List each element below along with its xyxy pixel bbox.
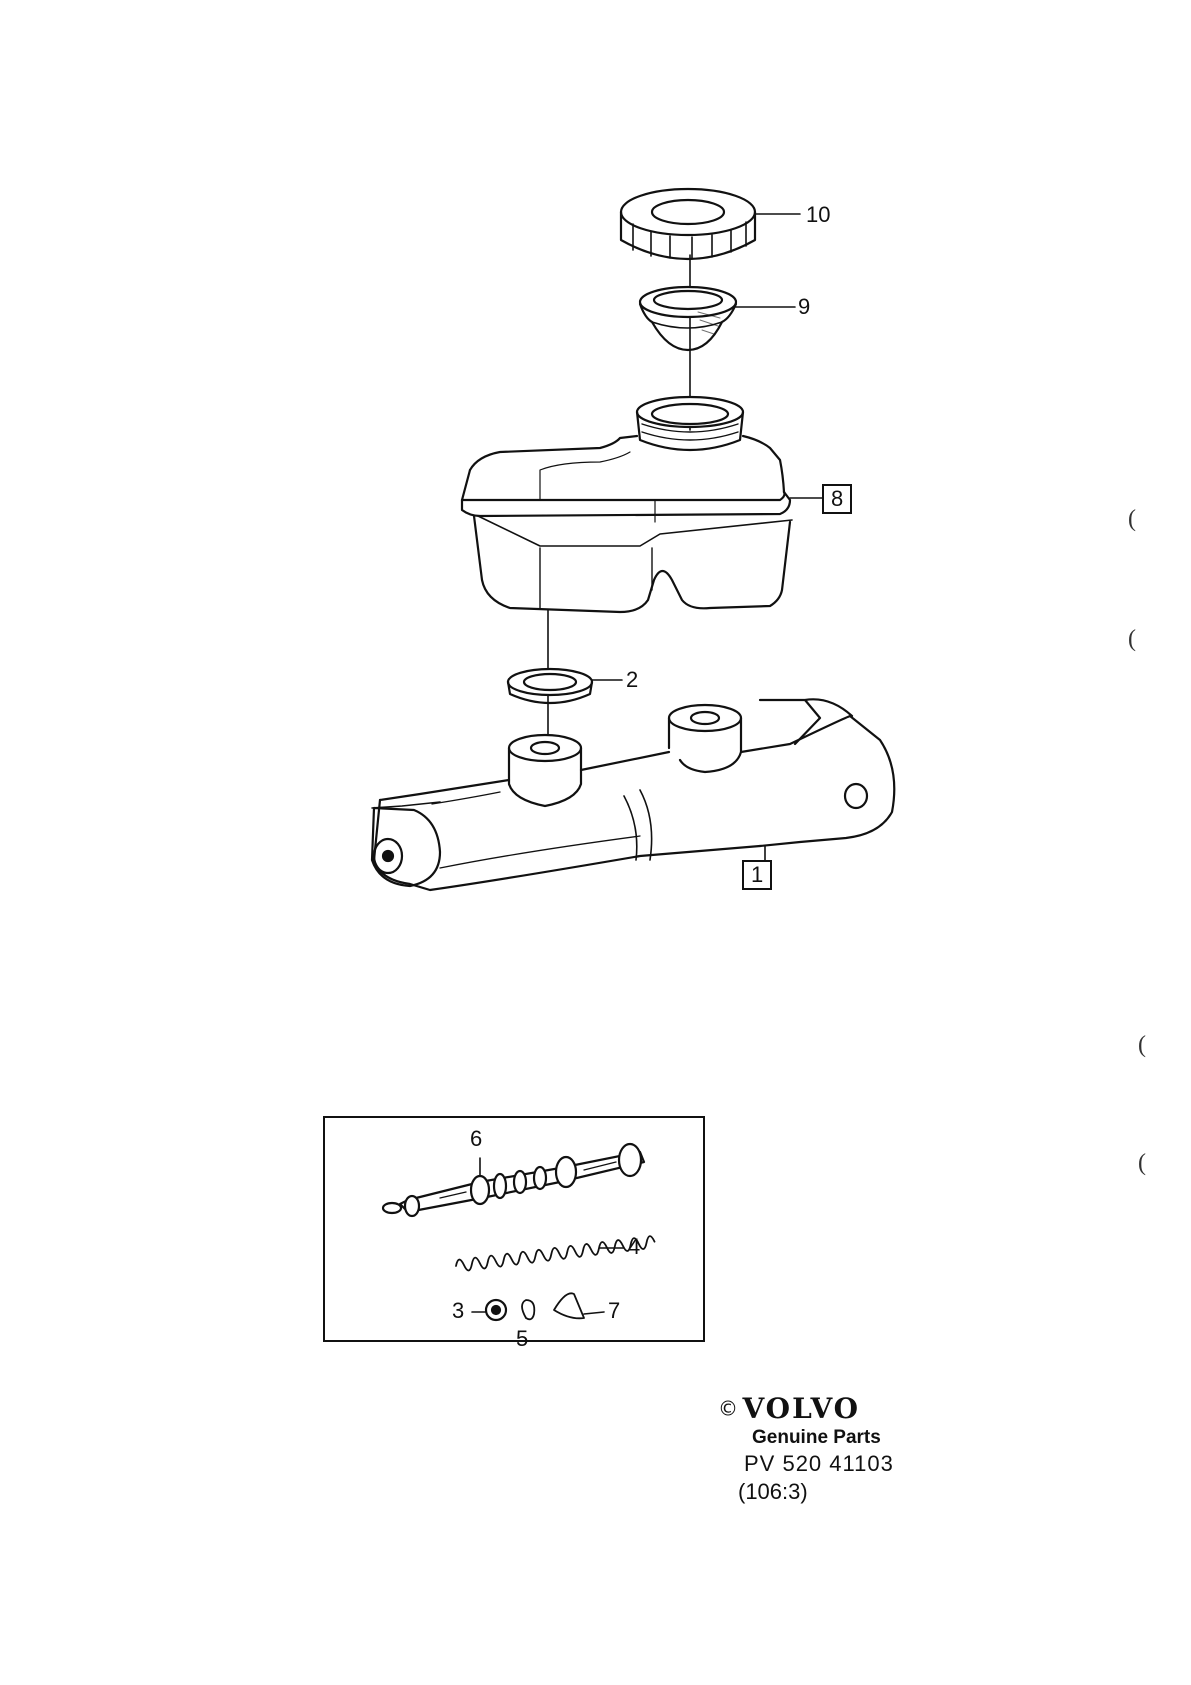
callout-4: 4 [628, 1234, 641, 1259]
copyright-symbol: © [718, 1396, 738, 1421]
part-number: PV 520 41103 [744, 1451, 894, 1476]
callout-5: 5 [516, 1326, 529, 1351]
brand-logo: VOLVO [742, 1392, 861, 1425]
detail-inset-frame [323, 1116, 705, 1342]
reservoir-cap [619, 187, 801, 260]
callout-8: 8 [822, 484, 853, 514]
callout-2: 2 [626, 667, 639, 692]
callout-7: 7 [608, 1298, 621, 1323]
parts-footer: © VOLVO Genuine Parts PV 520 41103 (106:… [718, 1392, 894, 1505]
return-spring [455, 1235, 656, 1272]
master-cylinder [370, 698, 896, 892]
margin-mark: ( [1128, 626, 1136, 652]
piston-assembly [381, 1142, 646, 1218]
grommet-seal [506, 667, 623, 705]
fluid-reservoir [460, 395, 823, 614]
margin-mark: ( [1128, 506, 1136, 532]
margin-mark: ( [1138, 1032, 1146, 1058]
margin-mark: ( [1138, 1150, 1146, 1176]
callout-9: 9 [798, 294, 811, 319]
callout-10: 10 [806, 202, 831, 227]
genuine-parts-label: Genuine Parts [752, 1427, 881, 1448]
reference-code: (106:3) [738, 1479, 808, 1504]
small-parts [471, 1292, 605, 1322]
callout-1: 1 [742, 860, 773, 890]
callout-6: 6 [470, 1126, 483, 1151]
callout-3: 3 [452, 1298, 465, 1323]
strainer [638, 285, 796, 352]
